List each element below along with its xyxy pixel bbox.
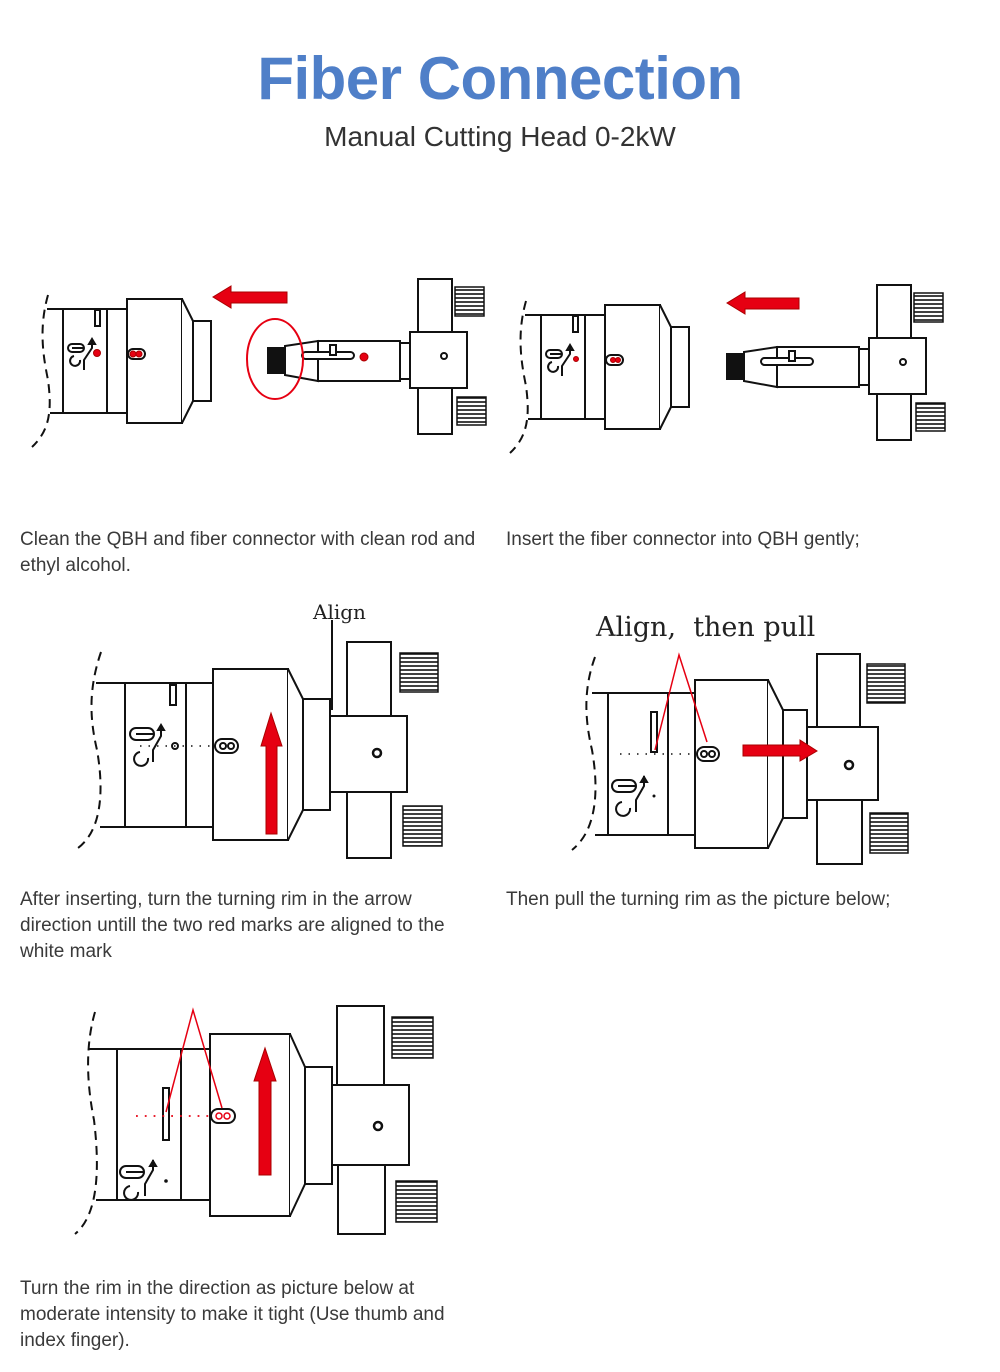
arrow-right-icon xyxy=(742,739,818,762)
arrow-up-icon xyxy=(253,1046,277,1176)
diagram-step-4 xyxy=(571,652,909,865)
align-pull-label: Align, then pull xyxy=(596,612,816,643)
arrow-left-icon xyxy=(212,285,288,309)
step-4-caption: Then pull the turning rim as the picture… xyxy=(506,889,891,910)
align-label: Align xyxy=(313,600,366,624)
diagram-step-5 xyxy=(74,1005,438,1235)
arrow-left-icon xyxy=(726,291,800,315)
diagram-step-2 xyxy=(509,284,946,454)
page-title: Fiber Connection xyxy=(257,45,743,112)
step-5-caption: Turn the rim in the direction as picture… xyxy=(20,1278,445,1351)
diagram-step-1 xyxy=(31,278,487,448)
step-1-caption: Clean the QBH and fiber connector with c… xyxy=(20,529,476,576)
page-subtitle: Manual Cutting Head 0-2kW xyxy=(324,121,676,152)
step-2-caption: Insert the fiber connector into QBH gent… xyxy=(506,529,860,550)
arrow-up-icon xyxy=(260,711,283,835)
step-3-caption: After inserting, turn the turning rim in… xyxy=(20,889,445,962)
diagram-step-3 xyxy=(77,620,443,859)
